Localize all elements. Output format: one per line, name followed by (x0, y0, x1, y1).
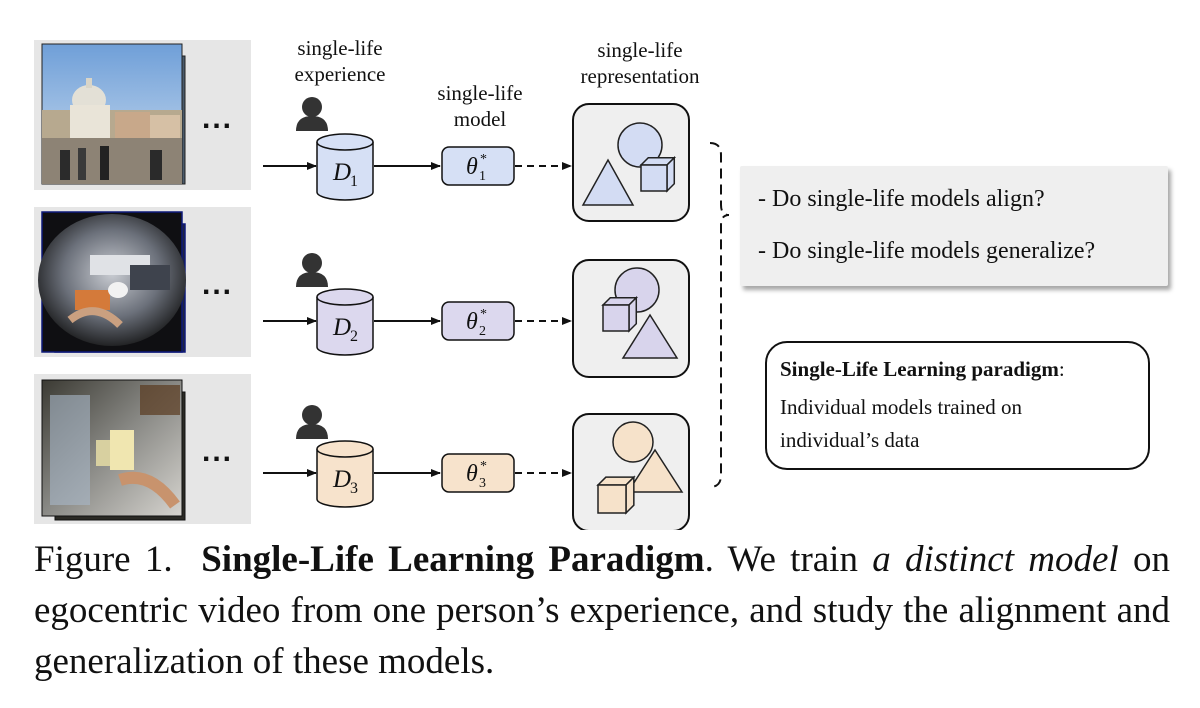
caption-text-2: on egocentric video from one person’s ex… (34, 539, 1170, 682)
photo-stack-1 (34, 40, 251, 190)
model-subscript: 2 (479, 324, 486, 339)
caption-prefix: Figure 1. (34, 539, 173, 580)
cube-shape (596, 475, 636, 515)
question-align: - Do single-life models align? (758, 186, 1045, 212)
dataset-label: D (332, 159, 351, 186)
paradigm-line-1: Individual models trained on (780, 395, 1023, 419)
person-icon (296, 253, 328, 287)
representation-box (572, 259, 690, 378)
header-model: single-life model (437, 81, 523, 131)
model-label: θ (466, 461, 478, 487)
flow-row-1: D1θ*1 (263, 103, 690, 222)
ellipsis-3: ... (202, 435, 234, 468)
model-box: θ* 1 (441, 146, 515, 186)
caption-text-1: . We train (704, 539, 873, 580)
paradigm-colon: : (1058, 357, 1065, 381)
dataset-cylinder: D3 (316, 440, 374, 508)
model-label: θ (466, 154, 478, 180)
question-generalize: - Do single-life models generalize? (758, 238, 1096, 264)
circle-shape (617, 122, 663, 168)
model-box: θ* 2 (441, 301, 515, 341)
model-superscript: * (480, 459, 487, 474)
header-representation: single-life representation (580, 38, 700, 88)
representation-box (572, 413, 690, 530)
ellipsis-2: ... (202, 268, 234, 301)
flow-row-2: D2θ*2 (263, 259, 690, 378)
person-icon (296, 97, 328, 131)
cube-shape (639, 155, 677, 193)
dataset-subscript: 2 (350, 328, 358, 345)
ellipsis-1: ... (202, 102, 234, 135)
flow-row-3: D3θ*3 (263, 413, 690, 530)
figure-caption: Figure 1. Single-Life Learning Paradigm.… (34, 534, 1170, 687)
cube-shape (601, 295, 639, 333)
dataset-cylinder: D2 (316, 288, 374, 356)
model-subscript: 3 (479, 476, 486, 491)
photo-stack-2 (34, 207, 251, 357)
paradigm-title: Single-Life Learning paradigm (780, 357, 1059, 381)
model-superscript: * (480, 307, 487, 322)
paradigm-line-2: individual’s data (780, 428, 920, 452)
person-icon (296, 405, 328, 439)
dataset-cylinder: D1 (316, 133, 374, 201)
paradigm-box: Single-Life Learning paradigm: Individua… (765, 341, 1150, 470)
grouping-bracket (709, 142, 730, 488)
triangle-shape (581, 158, 635, 206)
triangle-shape (621, 313, 679, 359)
header-experience: single-life experience (294, 36, 386, 86)
caption-emphasis: a distinct model (872, 539, 1119, 580)
dataset-subscript: 3 (350, 480, 358, 497)
model-subscript: 1 (479, 169, 486, 184)
circle-shape (612, 421, 654, 463)
representation-box (572, 103, 690, 222)
triangle-shape (626, 448, 684, 493)
photo-stack-3 (34, 374, 251, 524)
paradigm-title-line: Single-Life Learning paradigm: (780, 357, 1065, 382)
model-superscript: * (480, 152, 487, 167)
model-box: θ* 3 (441, 453, 515, 493)
caption-title: Single-Life Learning Paradigm (201, 539, 705, 580)
dataset-label: D (332, 466, 351, 493)
dataset-label: D (332, 314, 351, 341)
model-label: θ (466, 309, 478, 335)
questions-box: - Do single-life models align? - Do sing… (740, 166, 1168, 286)
dataset-subscript: 1 (350, 173, 358, 190)
